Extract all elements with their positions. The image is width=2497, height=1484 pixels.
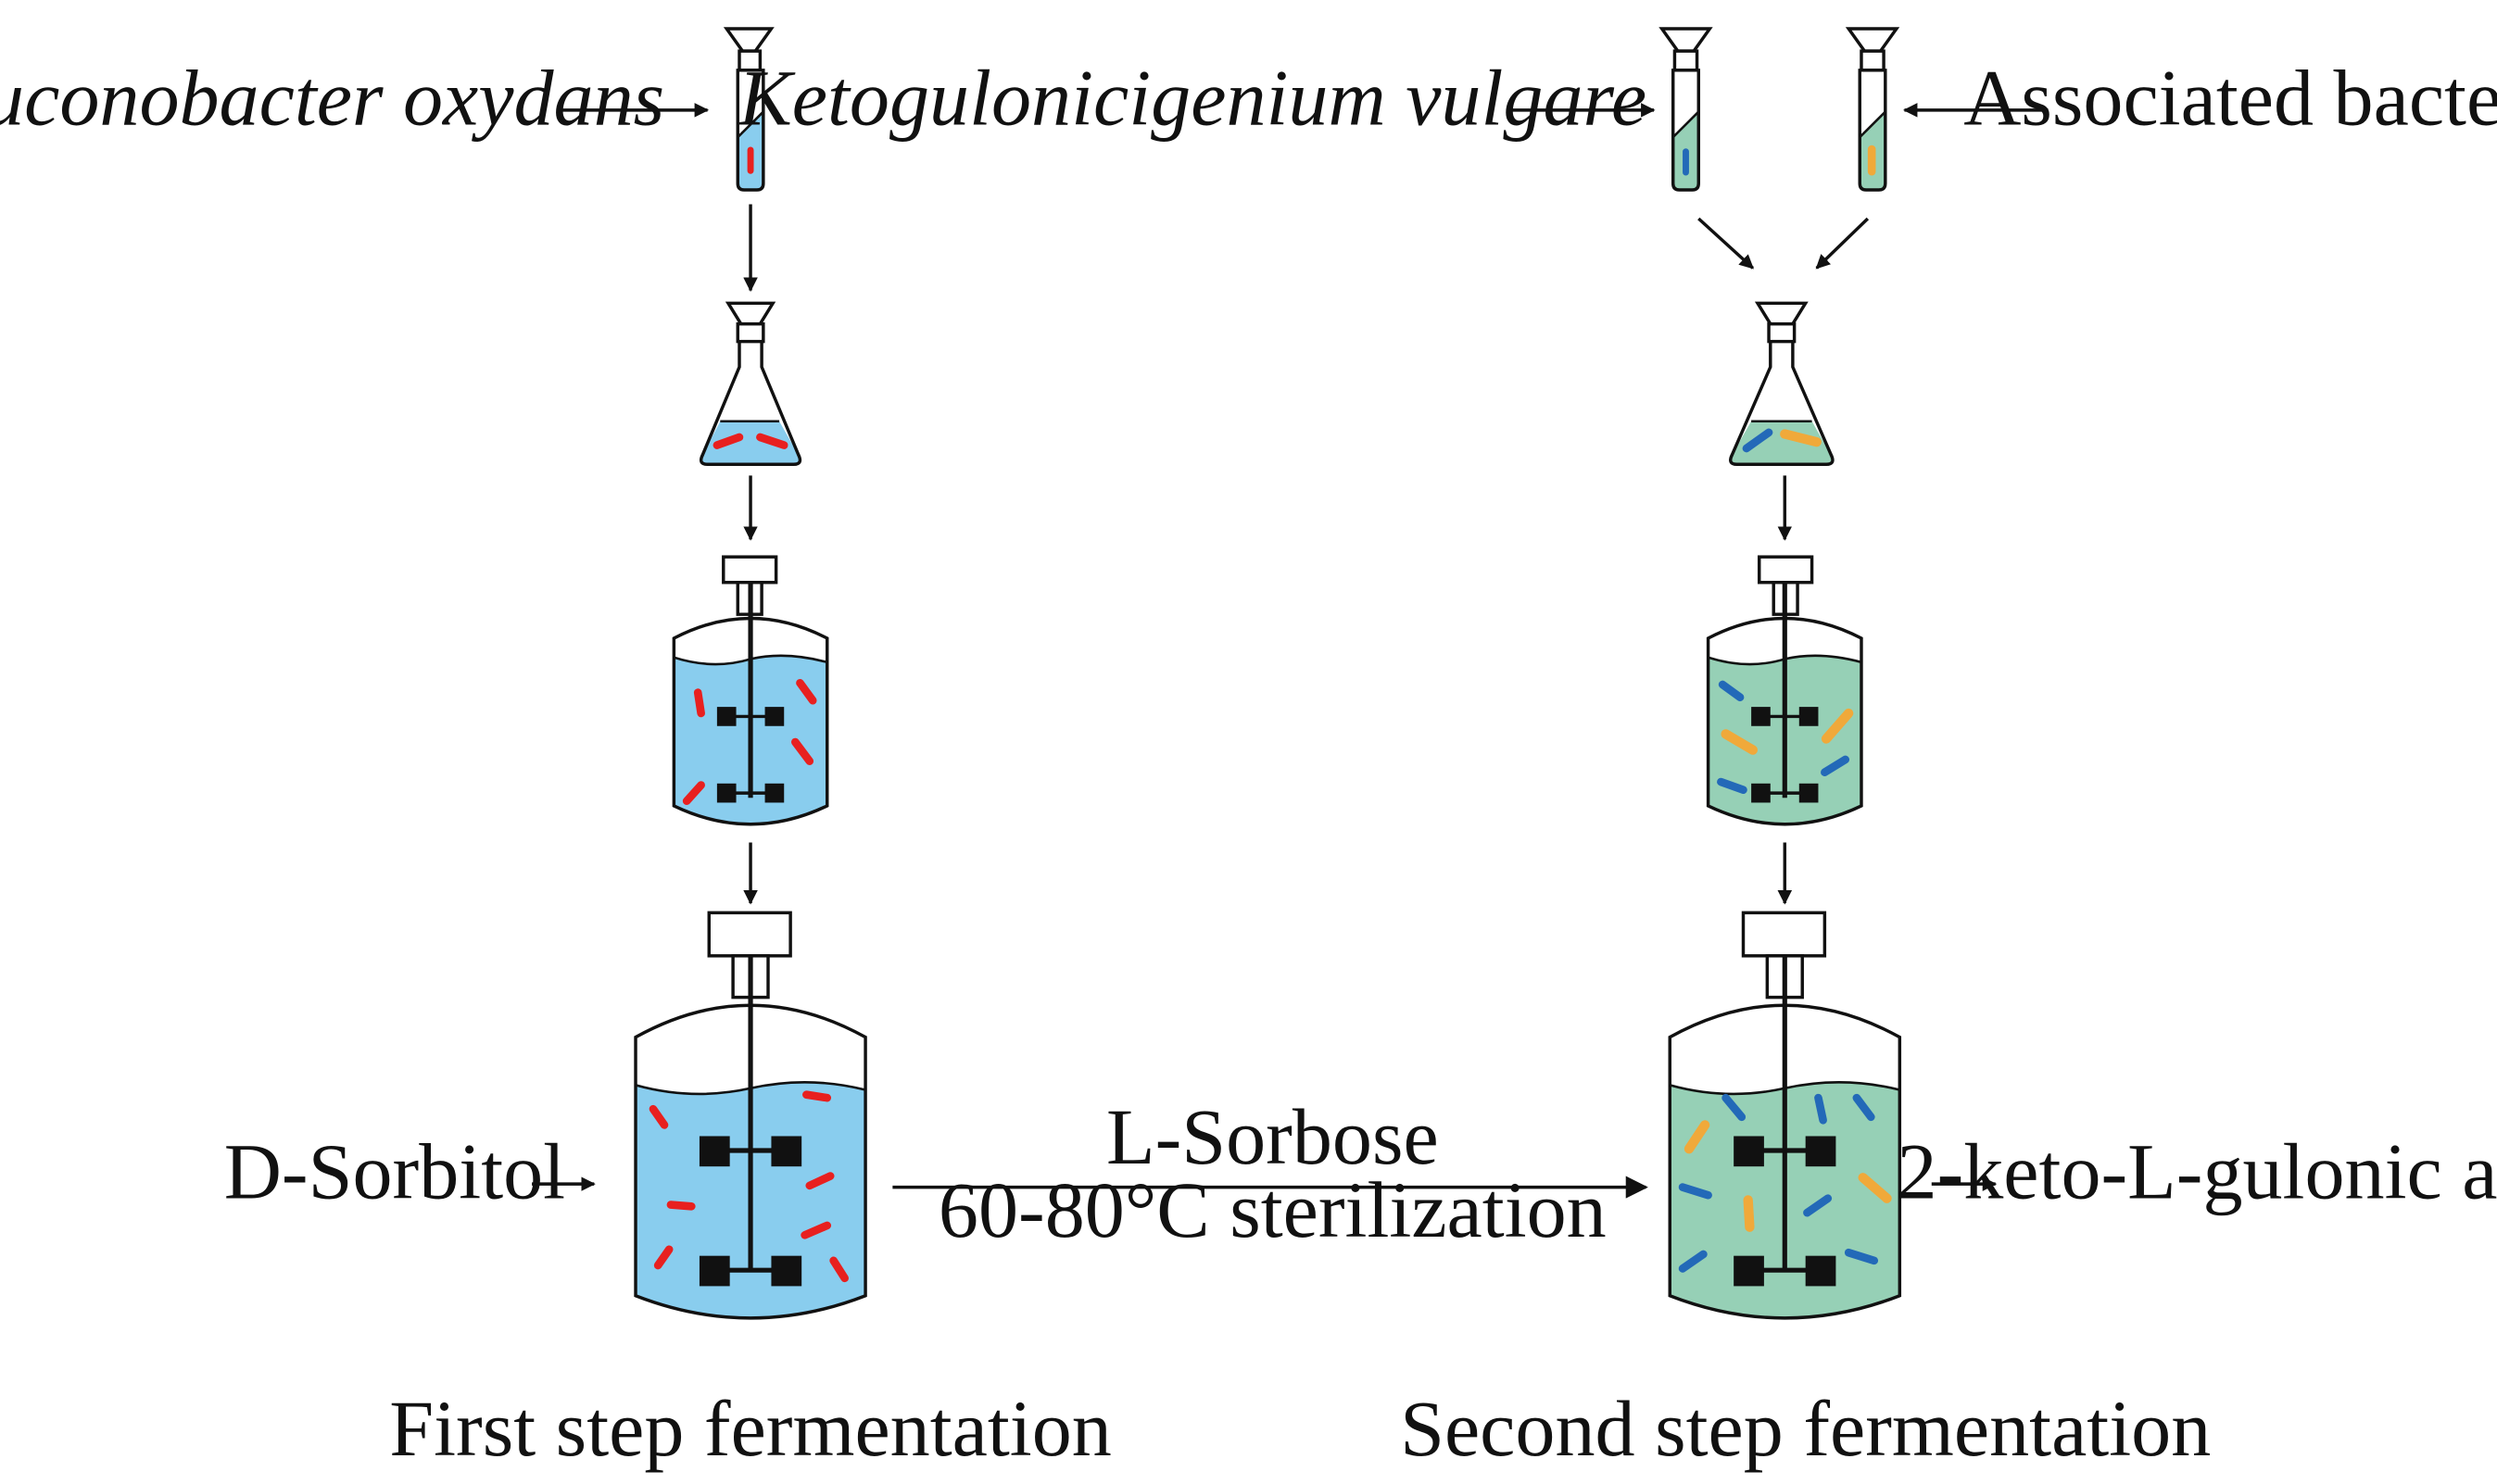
test-tube-icon bbox=[1845, 27, 1900, 192]
stage-label-second: Second step fermentation bbox=[1400, 1384, 2211, 1473]
organism-label-gluconobacter: Gluconobacter oxydans bbox=[0, 53, 664, 142]
flow-arrows bbox=[532, 103, 2049, 1199]
erlenmeyer-flask-icon bbox=[1729, 301, 1835, 466]
treatment-label: 60-80°C sterilization bbox=[939, 1165, 1607, 1254]
bioreactor-icon bbox=[672, 555, 829, 826]
stage-label-first: First step fermentation bbox=[389, 1384, 1112, 1473]
substrate-label: D-Sorbitol bbox=[224, 1127, 565, 1216]
organism-label-ketogulonicigenium: Ketogulonicigenium vulgare bbox=[737, 53, 1646, 142]
product-label: 2-keto-L-gulonic acid bbox=[1898, 1127, 2497, 1216]
organism-label-associated: Associated bacteria bbox=[1963, 53, 2497, 142]
test-tube-icon bbox=[1658, 27, 1713, 192]
bioreactor-icon bbox=[1706, 555, 1863, 826]
test-tube-icon bbox=[723, 27, 775, 192]
intermediate-label: L-Sorbose bbox=[1106, 1092, 1439, 1181]
erlenmeyer-flask-icon bbox=[699, 301, 802, 466]
bioreactor-icon bbox=[634, 911, 867, 1320]
bioreactor-icon bbox=[1668, 911, 1902, 1320]
